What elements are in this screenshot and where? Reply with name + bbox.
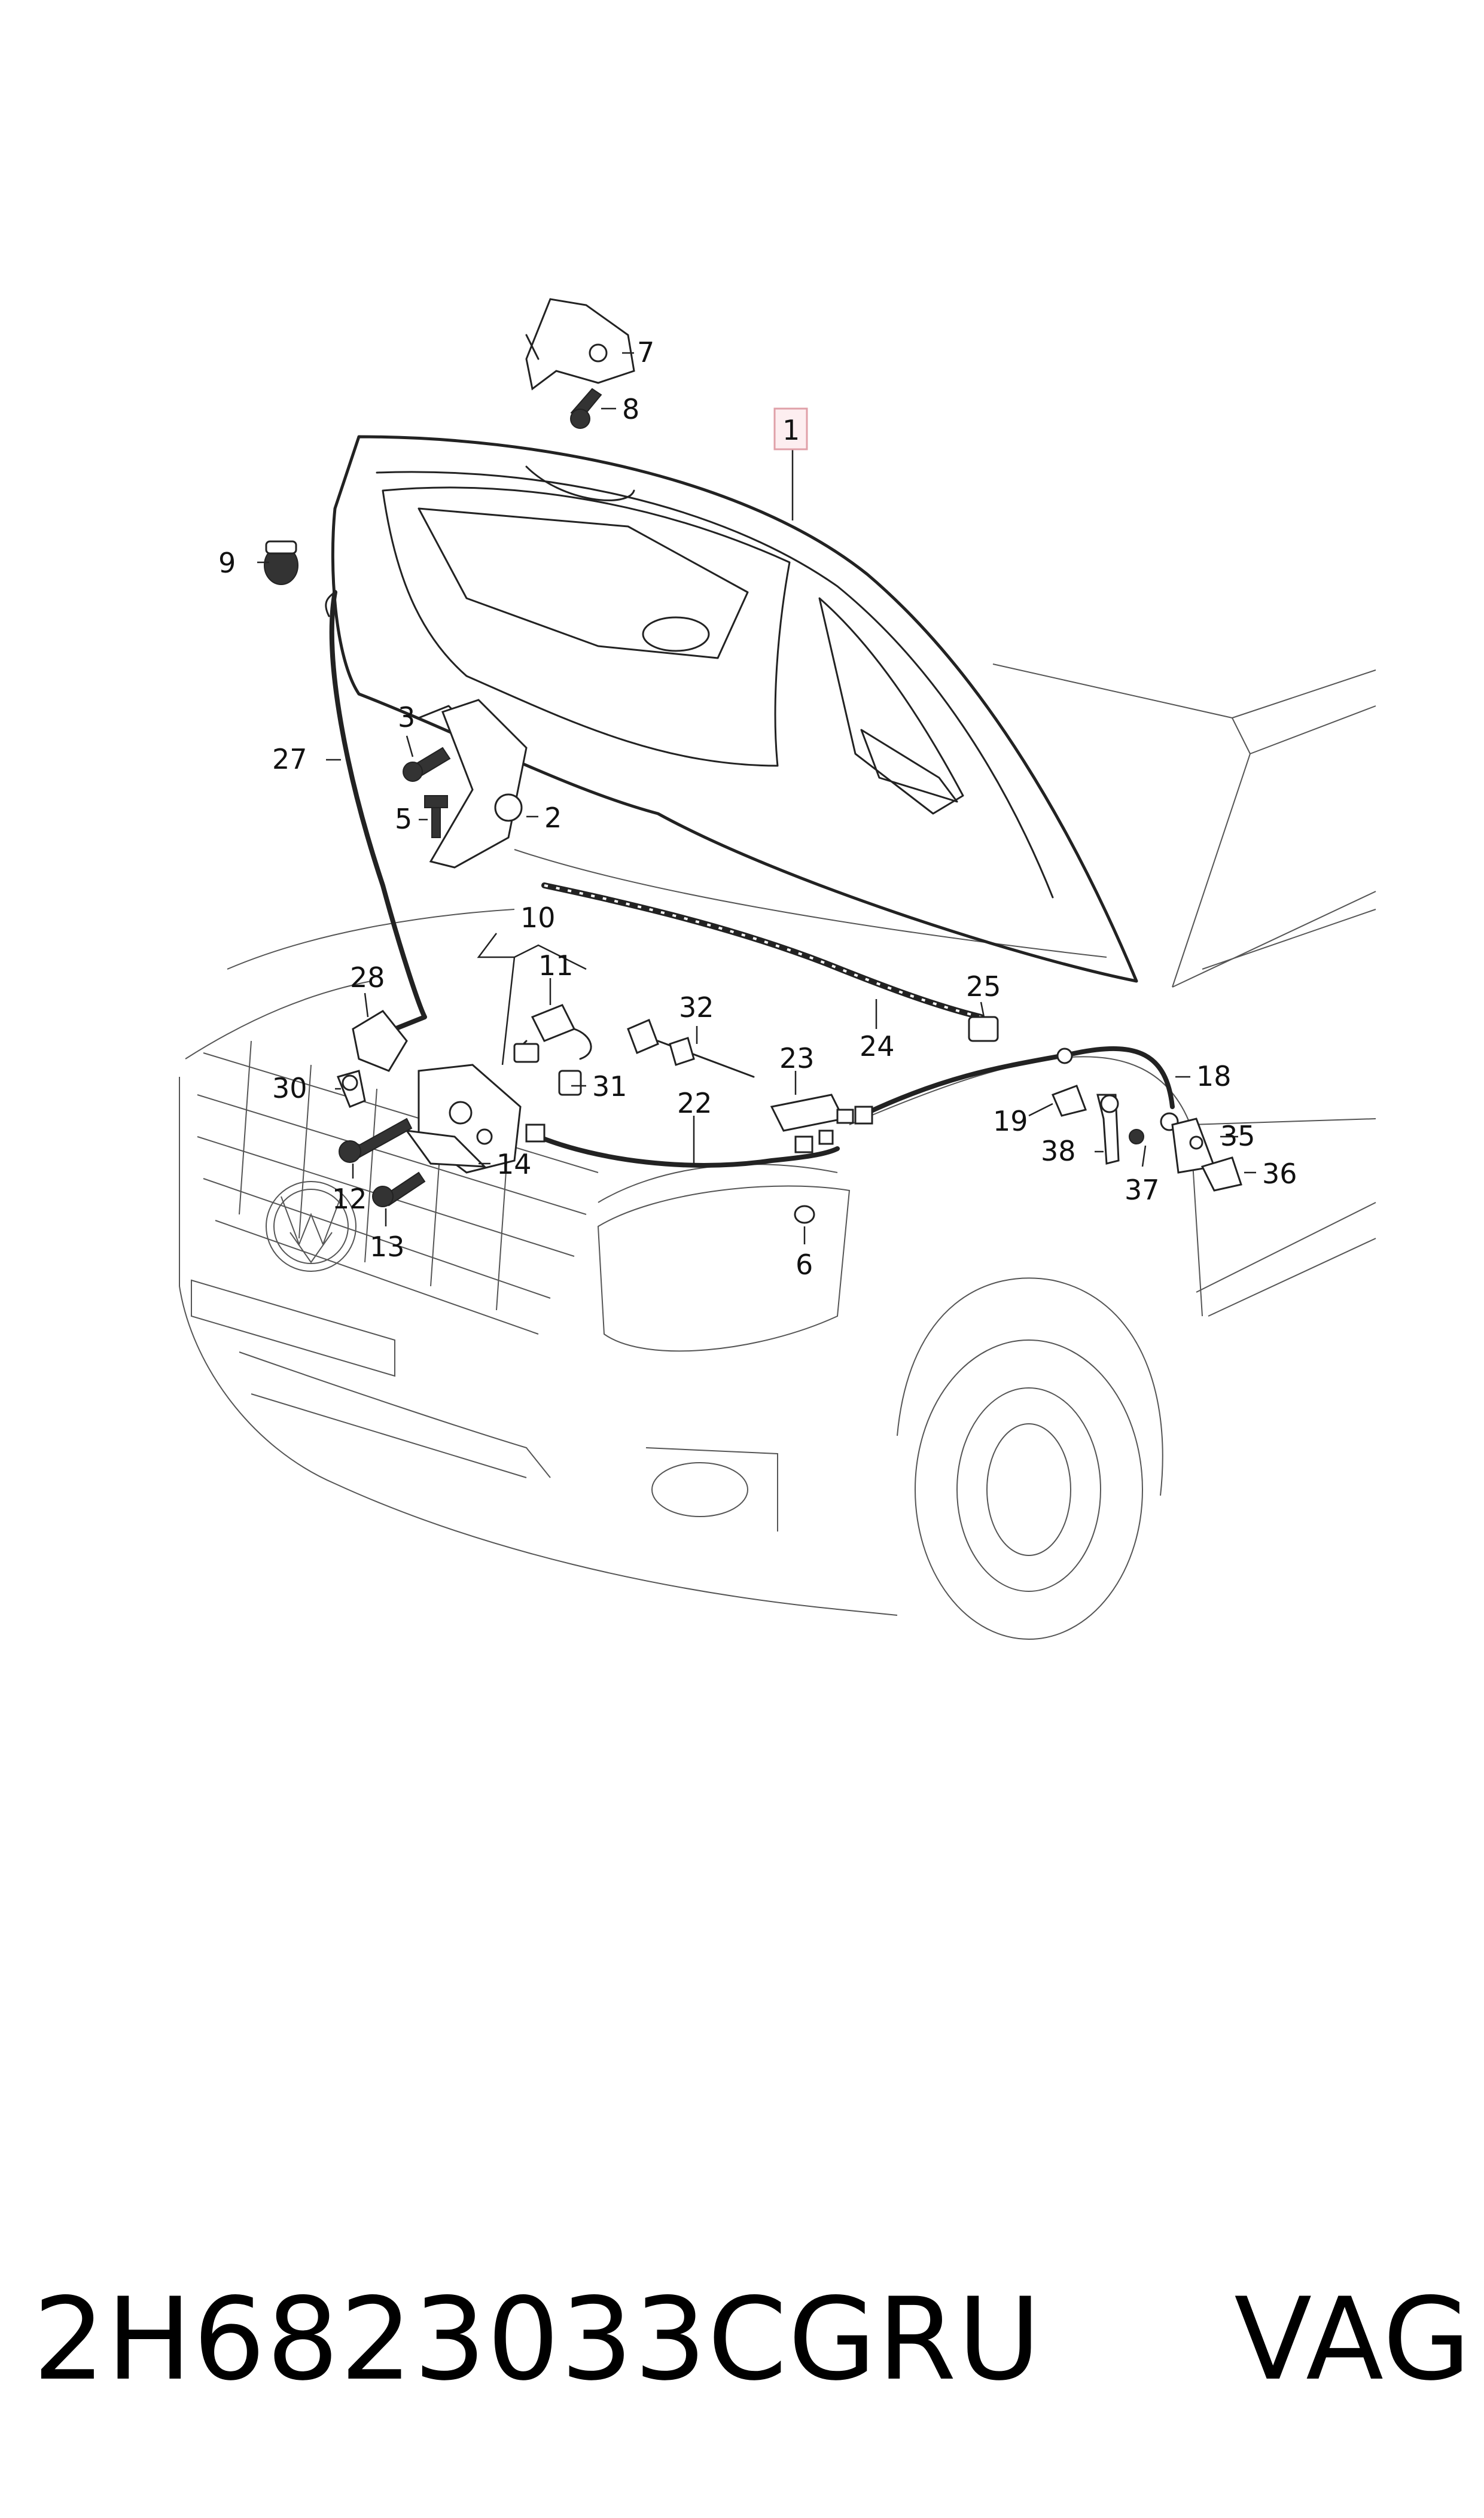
grommet-6: [794, 1205, 815, 1224]
callout-1-highlight-box: [773, 407, 808, 450]
switch-11: [513, 1004, 592, 1060]
hood-seal-strip: [541, 882, 984, 1020]
callout-12: 12: [332, 1183, 367, 1215]
callout-19: 19: [993, 1105, 1028, 1137]
callout-8: 8: [622, 393, 639, 425]
callout-23: 23: [779, 1042, 815, 1074]
bolt-8: [570, 388, 602, 429]
callout-36: 36: [1262, 1158, 1297, 1190]
callout-10: 10: [520, 902, 556, 934]
bracket-38: [1096, 1094, 1120, 1165]
clip-19: [1052, 1085, 1087, 1117]
callout-6: 6: [796, 1249, 813, 1281]
brand-name: VAG: [1234, 2273, 1472, 2406]
release-cable-22: [525, 1123, 840, 1168]
callout-27: 27: [272, 743, 307, 775]
callout-37: 37: [1125, 1174, 1160, 1206]
callout-31: 31: [592, 1070, 627, 1103]
callout-35: 35: [1220, 1120, 1256, 1152]
screw-37: [1129, 1129, 1144, 1144]
callout-3: 3: [398, 701, 415, 733]
connector-11b: [513, 1043, 540, 1063]
callout-13: 13: [370, 1231, 405, 1263]
clip-25: [968, 1016, 999, 1042]
callout-11: 11: [538, 949, 574, 982]
buffer-9: [264, 540, 298, 585]
leader-lines: [257, 352, 1256, 1244]
footer-caption: 2H6823033CGRU VAG: [0, 2273, 1484, 2406]
vw-logo-emblem: [266, 1181, 356, 1272]
callout-22: 22: [677, 1087, 712, 1119]
callout-9: 9: [218, 547, 236, 579]
part-number: 2H6823033CGRU: [33, 2273, 1042, 2406]
clip-31: [558, 1070, 582, 1096]
bolt-12: [339, 1118, 413, 1163]
callout-18: 18: [1196, 1060, 1232, 1092]
callout-28: 28: [350, 961, 385, 994]
callout-5: 5: [395, 803, 412, 835]
hood-panel: [331, 435, 1138, 983]
wire-harness-32: [627, 1019, 755, 1078]
hood-latch: [404, 1064, 522, 1174]
clip-30: [336, 1070, 366, 1108]
bolt-5: [424, 795, 448, 838]
callout-7: 7: [637, 336, 654, 369]
callout-30: 30: [272, 1072, 307, 1104]
bracket-28: [352, 1010, 408, 1072]
callout-24: 24: [860, 1030, 895, 1062]
handle-23: [770, 1094, 854, 1132]
hood-prop-rod: [325, 590, 427, 1031]
release-handle-36: [1200, 1156, 1242, 1192]
callout-labels: 1 2 3 5 6 7 8 9 10 11 12 13 14 18 19 22 …: [218, 336, 1297, 1281]
callout-1: 1: [782, 414, 800, 446]
callout-32: 32: [679, 991, 714, 1024]
callout-38: 38: [1041, 1135, 1076, 1167]
bolt-13: [372, 1171, 426, 1207]
release-cable-18: [854, 1046, 1179, 1131]
vehicle-outline: [179, 663, 1376, 1640]
hood-hinge: [429, 699, 528, 869]
callout-2: 2: [544, 802, 562, 834]
hinge-bracket: [525, 298, 635, 391]
callout-14: 14: [496, 1148, 532, 1180]
bolt-3: [403, 747, 451, 782]
callout-25: 25: [966, 970, 1001, 1003]
